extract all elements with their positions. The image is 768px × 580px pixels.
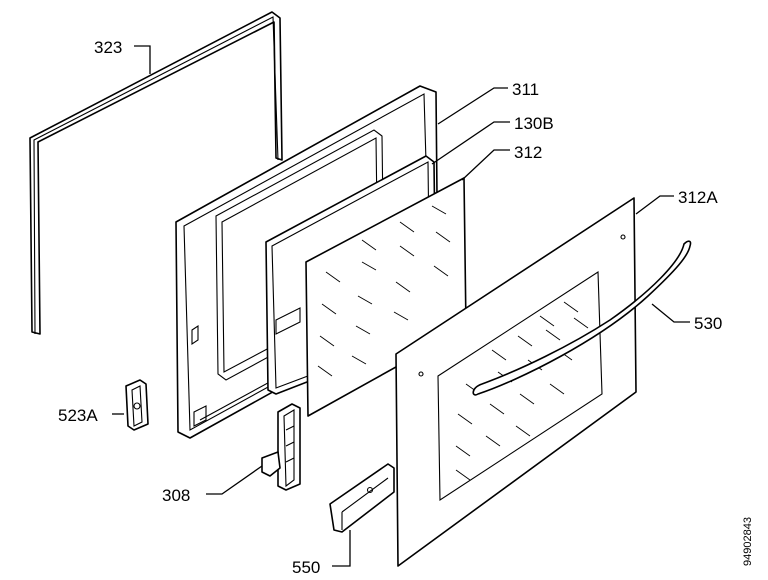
callout-530: 530 (694, 314, 722, 333)
callout-550: 550 (292, 558, 320, 577)
door-seal-323 (29, 11, 283, 335)
bracket-550 (329, 463, 395, 533)
leader-lines (112, 45, 690, 567)
door-handle-530 (472, 240, 692, 396)
callout-308: 308 (162, 486, 190, 505)
callout-311: 311 (512, 80, 539, 99)
door-catch-523A (125, 379, 149, 431)
callout-323: 323 (94, 38, 122, 57)
outer-glass-panel-312A (395, 197, 637, 567)
callout-312: 312 (514, 143, 542, 162)
callout-523A: 523A (58, 406, 98, 425)
document-number: 94902843 (742, 517, 754, 566)
callout-130B: 130B (514, 114, 554, 133)
callout-312A: 312A (678, 188, 718, 207)
door-hinge-308 (261, 403, 301, 491)
